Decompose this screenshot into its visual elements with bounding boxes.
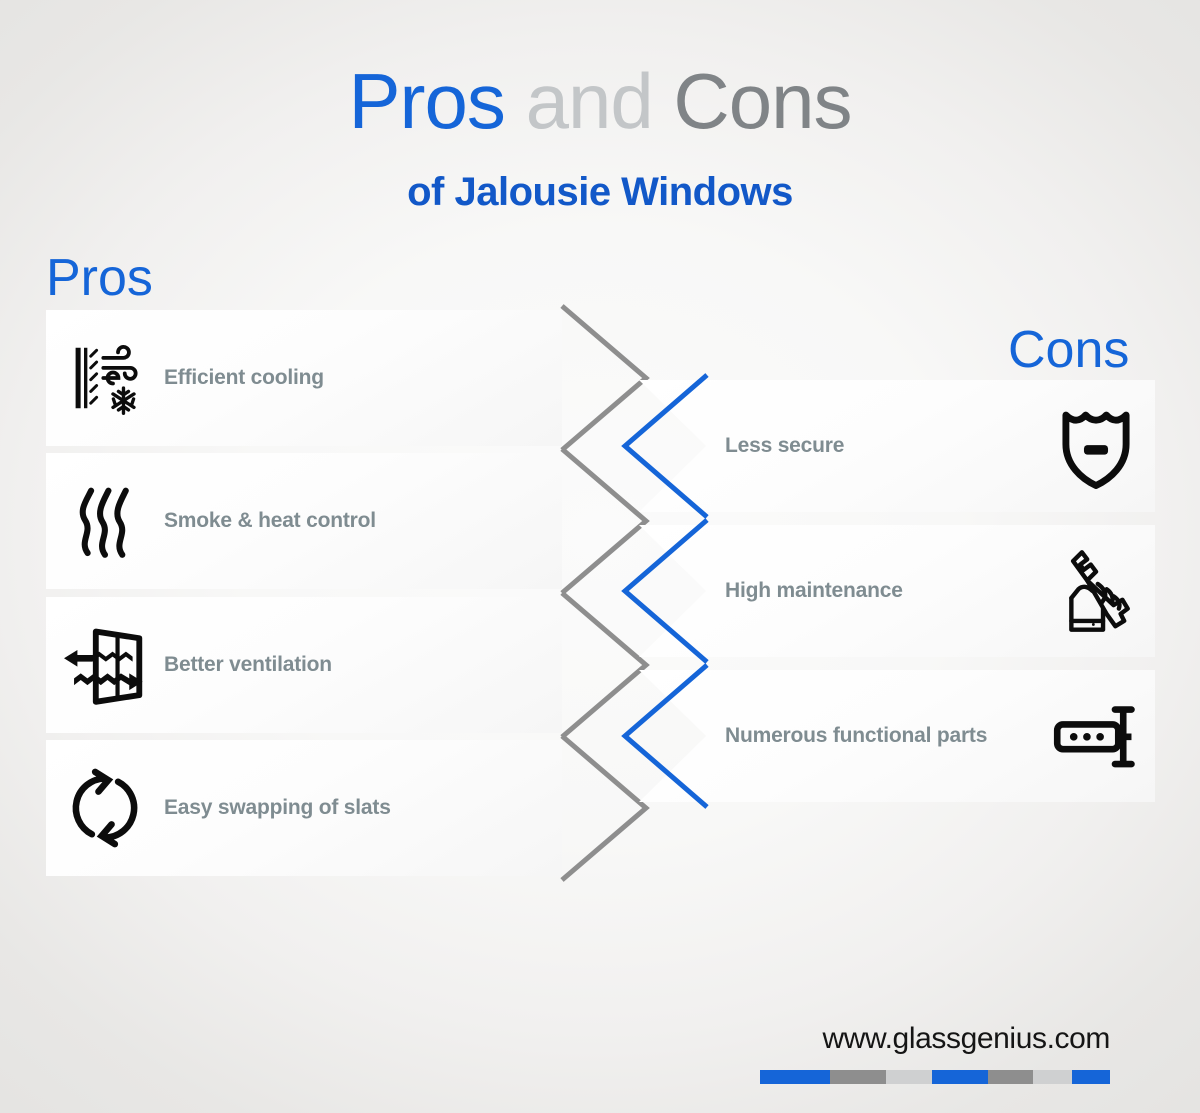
refresh-cycle-icon <box>46 767 164 849</box>
cons-row-label: High maintenance <box>725 578 903 602</box>
cons-row[interactable]: Numerous functional parts <box>639 670 1155 802</box>
pros-row[interactable]: Efficient cooling <box>46 310 562 446</box>
shield-minus-icon <box>1037 403 1155 489</box>
footer-bar-segment <box>931 1070 988 1084</box>
pros-row-label: Better ventilation <box>164 653 332 676</box>
title-pros-word: Pros <box>348 57 506 145</box>
cons-card <box>639 670 1155 802</box>
pros-row[interactable]: Better ventilation <box>46 597 562 733</box>
cons-card <box>639 525 1155 657</box>
website-url[interactable]: www.glassgenius.com <box>822 1022 1110 1055</box>
pros-card <box>46 453 562 589</box>
footer-bar-segment <box>760 1070 830 1084</box>
hand-wrench-icon <box>1037 547 1155 635</box>
pros-row[interactable]: Smoke & heat control <box>46 453 562 589</box>
cons-row[interactable]: High maintenance <box>639 525 1155 657</box>
pros-row[interactable]: Easy swapping of slats <box>46 740 562 876</box>
pros-row-label: Smoke & heat control <box>164 509 376 532</box>
cons-row-label: Numerous functional parts <box>725 723 988 747</box>
cons-section-heading: Cons <box>1008 321 1130 379</box>
footer-bar-segment <box>886 1070 932 1084</box>
title-cons-word: Cons <box>673 57 852 145</box>
window-ventilation-icon <box>46 623 164 707</box>
page-subtitle: of Jalousie Windows <box>407 170 793 214</box>
pros-row-label: Easy swapping of slats <box>164 796 391 819</box>
pros-section-heading: Pros <box>46 249 153 307</box>
machine-part-icon <box>1037 703 1155 769</box>
footer-bar-segment <box>830 1070 886 1084</box>
cons-row[interactable]: Less secure <box>639 380 1155 512</box>
cons-row-label: Less secure <box>725 433 845 457</box>
footer-bar-segment <box>1071 1070 1110 1084</box>
footer-bar-segment <box>1033 1070 1072 1084</box>
title-and-word: and <box>504 57 674 145</box>
cooling-airflow-snowflake-icon <box>46 336 164 420</box>
pros-row-label: Efficient cooling <box>164 366 324 389</box>
footer-color-bar <box>760 1070 1110 1084</box>
footer-bar-segment <box>987 1070 1033 1084</box>
heat-waves-icon <box>46 482 164 560</box>
page-title: Pros and Cons <box>0 62 1200 140</box>
pros-card <box>46 597 562 733</box>
